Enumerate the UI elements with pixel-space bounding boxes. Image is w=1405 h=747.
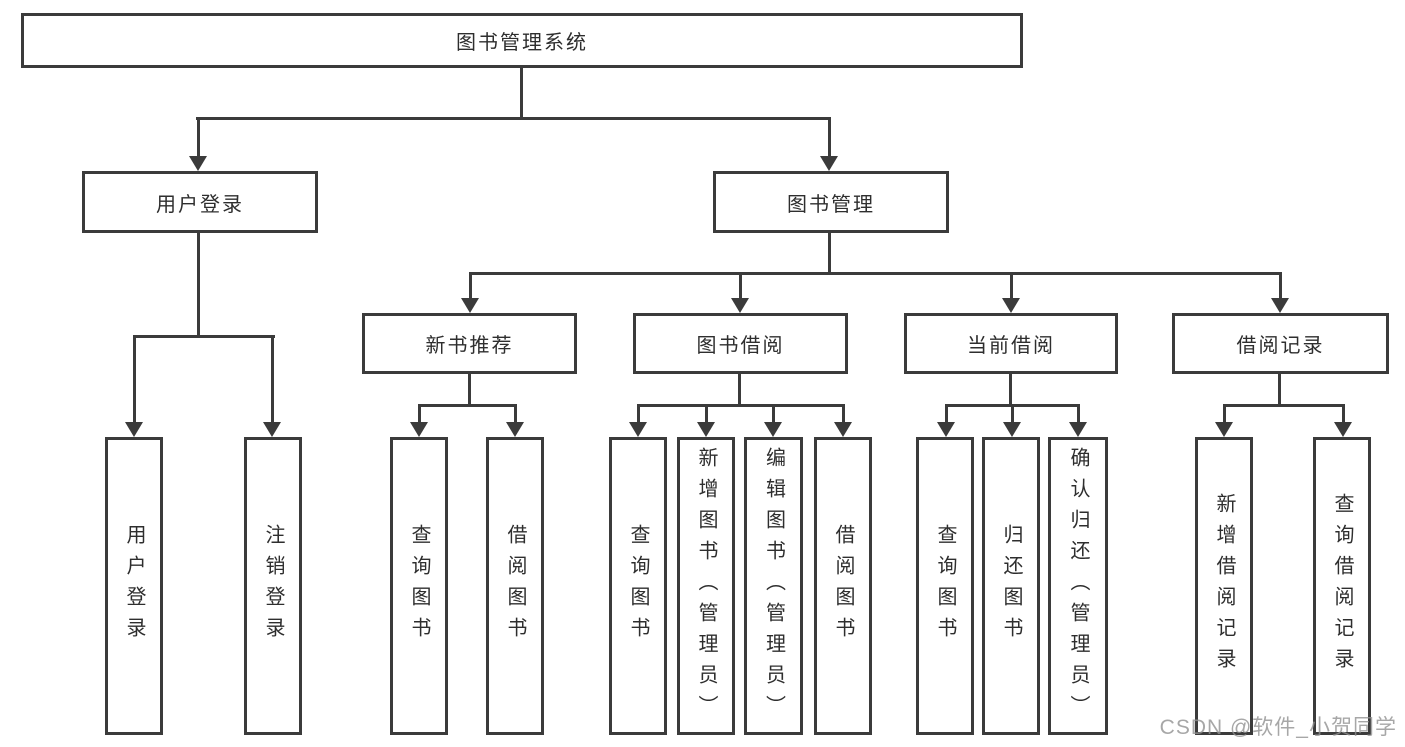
connector-line xyxy=(637,404,845,407)
connector-arrow xyxy=(731,272,749,313)
leaf-cb-confirm-return-admin: 确认归还（管理员） xyxy=(1048,437,1108,735)
leaf-nbr-borrow-book: 借阅图书 xyxy=(486,437,544,735)
connector-arrow xyxy=(1271,272,1289,313)
leaf-user-login: 用户登录 xyxy=(105,437,163,735)
leaf-br-add-record: 新增借阅记录 xyxy=(1195,437,1253,735)
connector-line xyxy=(469,272,1282,275)
connector-arrow xyxy=(697,404,715,437)
connector-line xyxy=(418,404,517,407)
node-book-borrow: 图书借阅 xyxy=(633,313,848,374)
connector-line xyxy=(133,335,275,338)
connector-line xyxy=(828,232,831,275)
leaf-bb-edit-book-admin: 编辑图书（管理员） xyxy=(744,437,803,735)
connector-arrow xyxy=(1069,404,1087,437)
node-book-management: 图书管理 xyxy=(713,171,949,233)
connector-line xyxy=(468,373,471,407)
leaf-br-query-record: 查询借阅记录 xyxy=(1313,437,1371,735)
connector-arrow xyxy=(506,404,524,437)
connector-line xyxy=(196,117,830,120)
connector-arrow xyxy=(125,335,143,437)
leaf-bb-add-book-admin: 新增图书（管理员） xyxy=(677,437,735,735)
connector-line xyxy=(520,68,523,120)
watermark: CSDN @软件_小贺同学 xyxy=(1159,716,1397,739)
leaf-nbr-query-book: 查询图书 xyxy=(390,437,448,735)
node-new-book-recommend: 新书推荐 xyxy=(362,313,577,374)
connector-line xyxy=(1223,404,1345,407)
leaf-cb-return-book: 归还图书 xyxy=(982,437,1040,735)
connector-arrow xyxy=(1215,404,1233,437)
connector-arrow xyxy=(1002,272,1020,313)
leaf-bb-borrow-book: 借阅图书 xyxy=(814,437,872,735)
connector-arrow xyxy=(629,404,647,437)
node-current-borrow: 当前借阅 xyxy=(904,313,1118,374)
connector-arrow xyxy=(461,272,479,313)
connector-line xyxy=(1278,373,1281,407)
connector-line xyxy=(1009,373,1012,407)
connector-line xyxy=(197,232,200,338)
connector-arrow xyxy=(189,117,207,171)
leaf-bb-query-book: 查询图书 xyxy=(609,437,667,735)
connector-arrow xyxy=(1334,404,1352,437)
connector-arrow xyxy=(1003,404,1021,437)
node-user-login: 用户登录 xyxy=(82,171,318,233)
leaf-cb-query-book: 查询图书 xyxy=(916,437,974,735)
connector-arrow xyxy=(263,335,281,437)
node-root: 图书管理系统 xyxy=(21,13,1023,68)
connector-arrow xyxy=(764,404,782,437)
connector-arrow xyxy=(410,404,428,437)
connector-arrow xyxy=(937,404,955,437)
node-borrow-records: 借阅记录 xyxy=(1172,313,1389,374)
connector-line xyxy=(738,373,741,407)
leaf-logout-login: 注销登录 xyxy=(244,437,302,735)
connector-arrow xyxy=(834,404,852,437)
connector-arrow xyxy=(820,117,838,171)
